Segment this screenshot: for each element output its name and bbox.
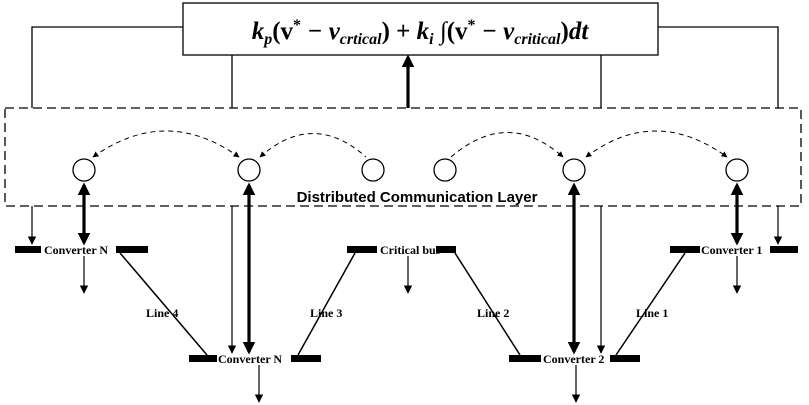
bus-bar-converter-2 (509, 355, 541, 362)
bus-bar-converter-n-bottom (189, 355, 217, 362)
bus-bar-converter-1-end (770, 246, 798, 253)
bus-label-converter-n-top: Converter N (44, 243, 108, 257)
bus-bar-critical-end (436, 246, 456, 253)
bus-bar-converter-n-top-end (116, 246, 148, 253)
formula-ki: k (417, 18, 430, 45)
line-4 (119, 252, 208, 356)
formula-kp: k (252, 18, 265, 45)
line-label-1: Line 1 (636, 306, 668, 320)
formula-star2: * (468, 17, 476, 34)
bus-bar-converter-n-bottom-end (291, 355, 321, 362)
bus-bar-critical (347, 246, 377, 253)
controller-formula: kp(v* − vcrtical) + ki ∫(v* − vcritical)… (252, 17, 590, 48)
agent-node-3 (361, 158, 385, 182)
agent-converter-links (77, 182, 744, 355)
formula-minus1: − v (301, 18, 341, 45)
formula-dt: dt (569, 18, 590, 45)
line-label-3: Line 3 (310, 306, 342, 320)
bus-bar-converter-n-top (15, 246, 41, 253)
line-label-2: Line 2 (477, 306, 509, 320)
bus-label-converter-1: Converter 1 (701, 243, 762, 257)
bus-bars (15, 246, 798, 362)
line-label-4: Line 4 (146, 306, 178, 320)
agent-node-6 (725, 158, 749, 182)
agent-node-5 (562, 158, 586, 182)
bus-bar-converter-2-end (610, 355, 640, 362)
formula-part1: (v (272, 18, 293, 45)
agent-node-2 (237, 158, 261, 182)
formula-star1: * (293, 17, 301, 34)
line-2 (454, 252, 521, 356)
bus-bar-converter-1 (670, 246, 700, 253)
feedback-wires (31, 26, 779, 108)
formula-integral: ∫ (434, 18, 448, 46)
formula-close1: ) (382, 18, 390, 45)
formula-ki-sub: i (429, 31, 434, 48)
formula-plus: + (390, 18, 417, 45)
bus-label-converter-n-bottom: Converter N (218, 352, 282, 366)
formula-part2: (v (447, 18, 468, 45)
load-arrows (79, 256, 742, 403)
communication-layer (4, 107, 802, 207)
layer-to-bus-arrows (27, 206, 783, 354)
line-1 (615, 252, 686, 356)
line-3 (297, 252, 356, 356)
communication-arcs (92, 130, 728, 158)
layer-label: Distributed Communication Layer (297, 189, 538, 206)
agent-node-1 (72, 158, 96, 182)
agent-nodes (72, 158, 749, 182)
formula-kp-sub: p (262, 31, 272, 48)
agent-node-4 (433, 158, 457, 182)
formula-minus2: − v (476, 18, 516, 45)
controller-box (182, 2, 659, 56)
formula-vc-sub1: crtical (340, 31, 382, 48)
bus-label-critical-bus: Critical bus (380, 243, 441, 257)
formula-vc-sub2: critical (514, 31, 561, 48)
transmission-lines (119, 252, 686, 356)
formula-close2: ) (561, 18, 569, 45)
bus-label-converter-2: Converter 2 (543, 352, 604, 366)
